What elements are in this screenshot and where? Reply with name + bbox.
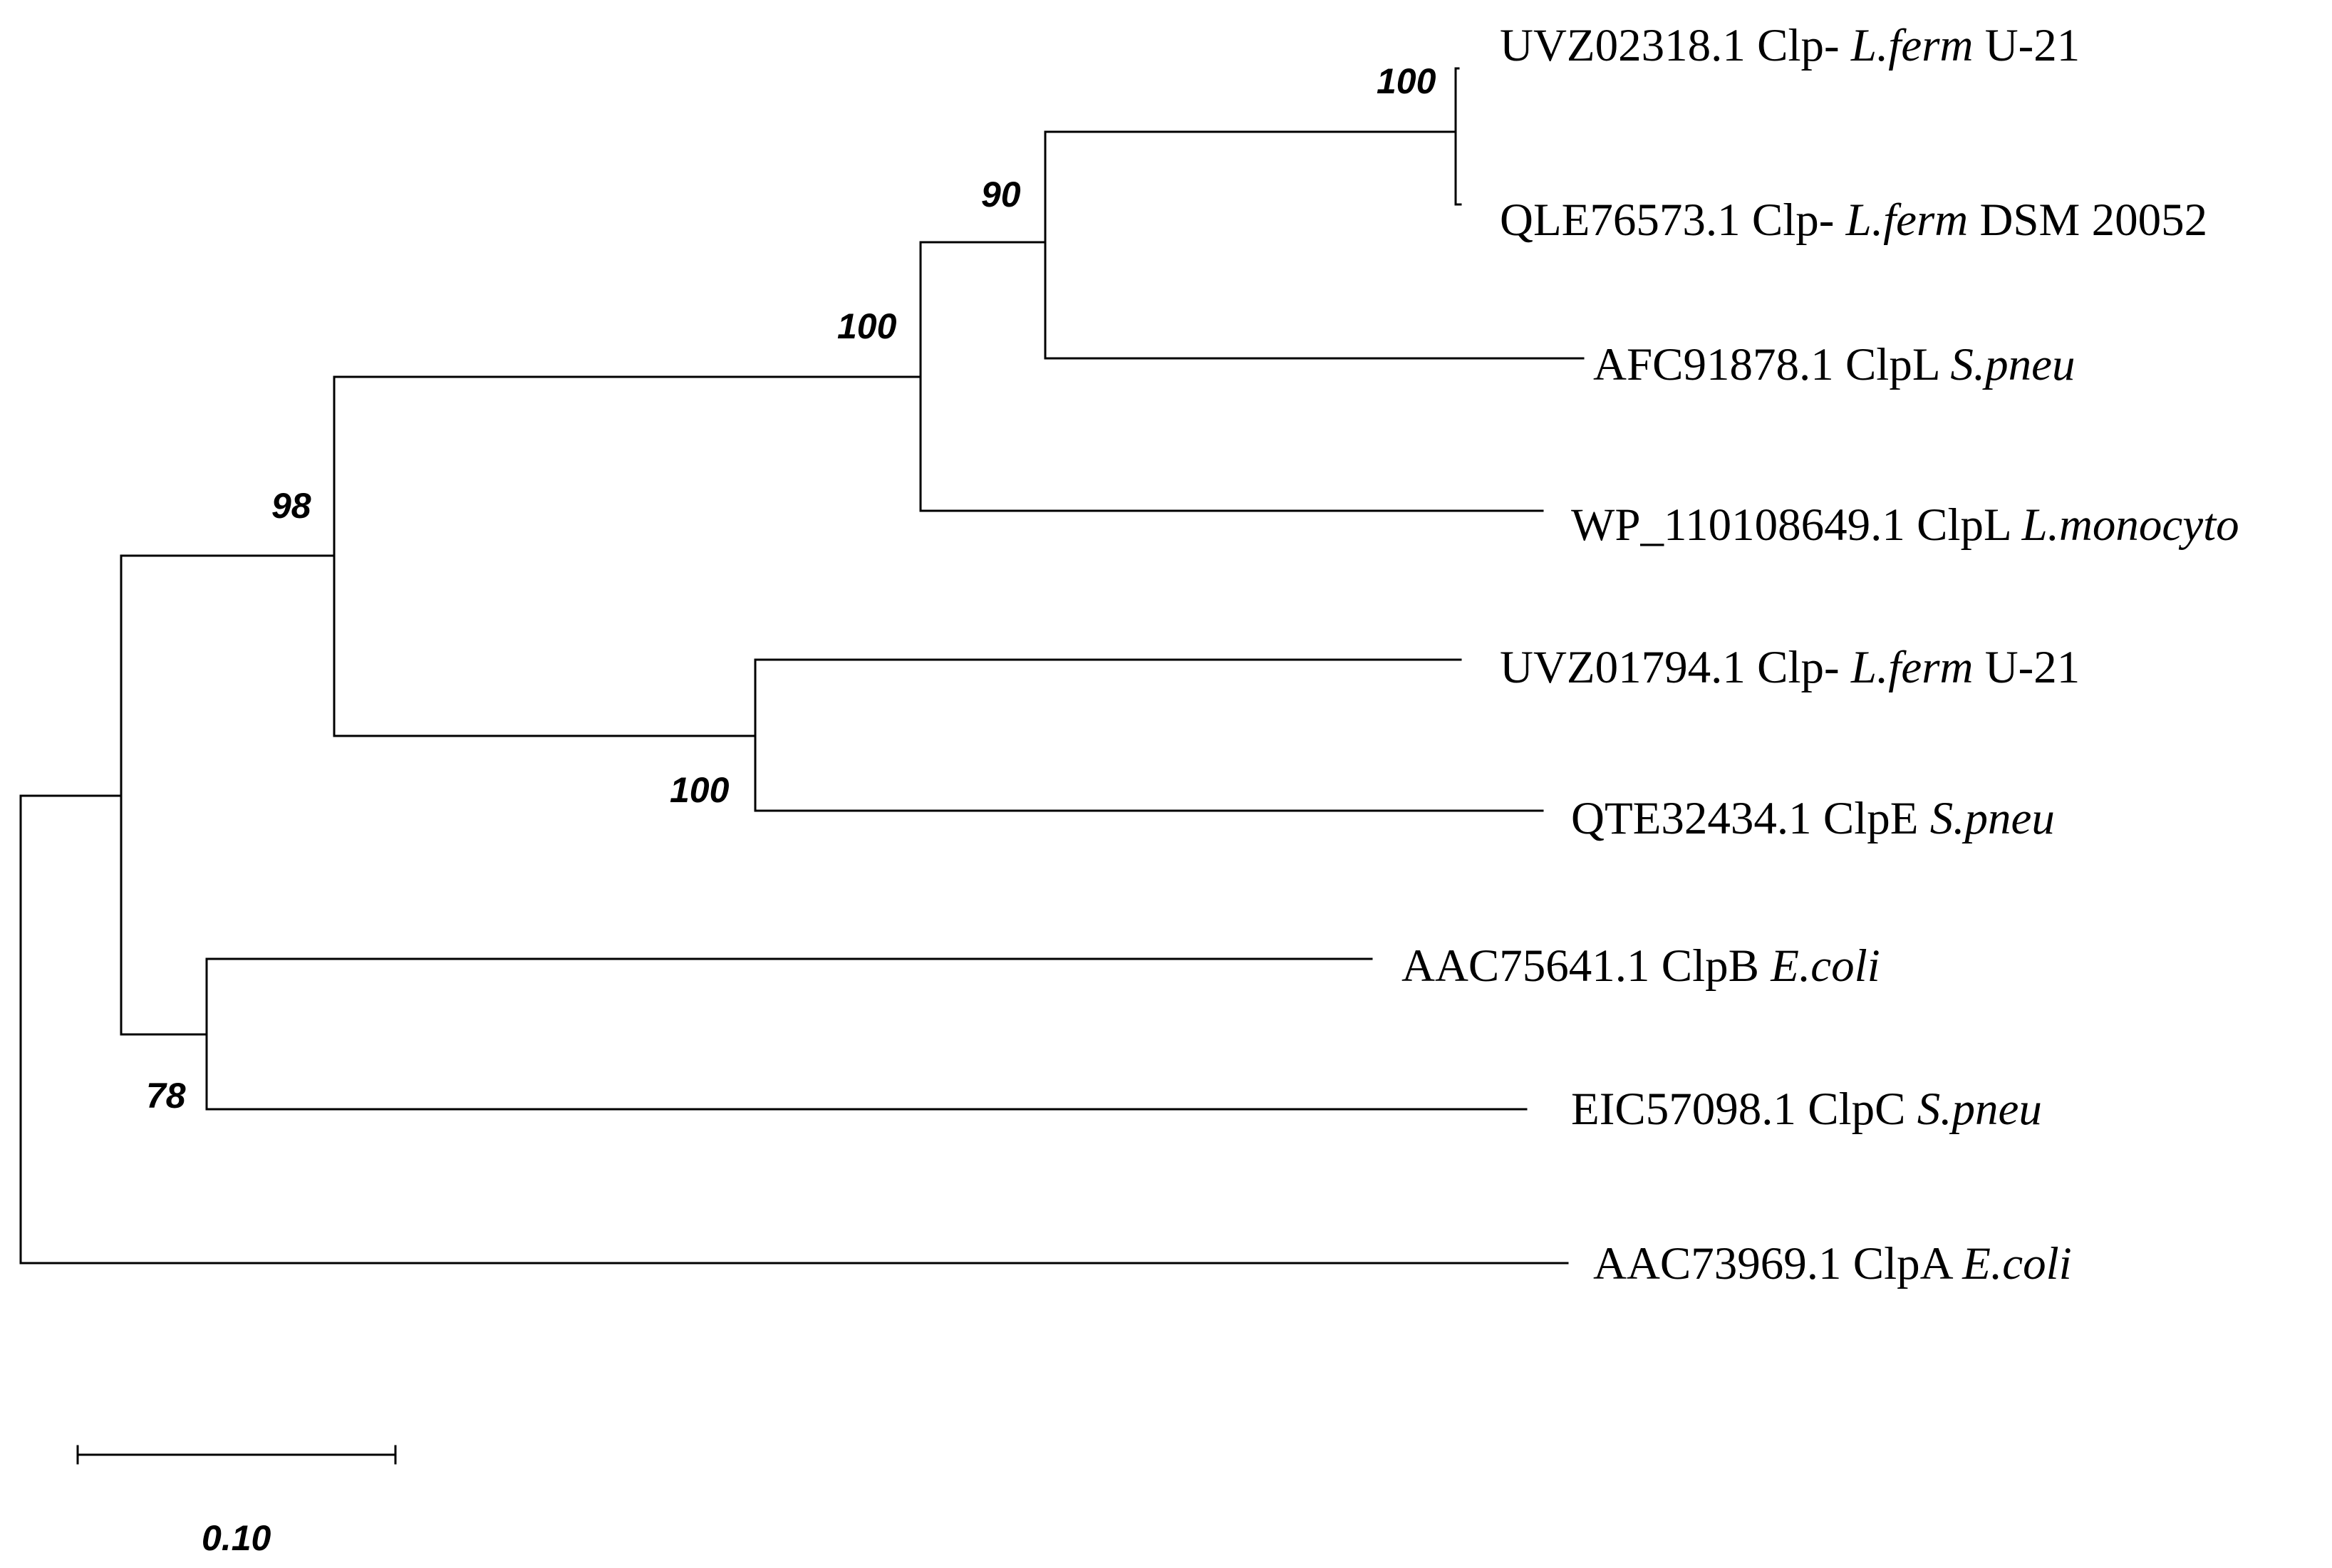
bootstrap-value: 100 <box>1377 61 1436 101</box>
bootstrap-value: 100 <box>670 770 730 810</box>
bootstrap-value: 100 <box>837 306 897 346</box>
leaf-label: AAC73969.1 ClpA E.coli <box>1593 1238 2072 1289</box>
scale-bar-label: 0.10 <box>202 1518 271 1558</box>
leaf-label: AFC91878.1 ClpL S.pneu <box>1593 339 2076 390</box>
leaf-label: UVZ02318.1 Clp- L.ferm U-21 <box>1500 20 2080 71</box>
bootstrap-value: 90 <box>981 175 1021 214</box>
leaf-label: UVZ01794.1 Clp- L.ferm U-21 <box>1500 642 2080 693</box>
leaf-label: WP_110108649.1 ClpL L.monocyto <box>1571 499 2239 551</box>
leaf-label: EIC57098.1 ClpC S.pneu <box>1571 1084 2042 1135</box>
leaf-label: QLE76573.1 Clp- L.ferm DSM 20052 <box>1500 194 2207 246</box>
scale-bar: 0.10 <box>76 1445 397 1558</box>
leaf-label: AAC75641.1 ClpB E.coli <box>1401 940 1880 992</box>
bootstrap-value: 98 <box>271 486 311 526</box>
bootstrap-value: 78 <box>146 1076 186 1116</box>
leaf-label: QTE32434.1 ClpE S.pneu <box>1571 793 2055 844</box>
